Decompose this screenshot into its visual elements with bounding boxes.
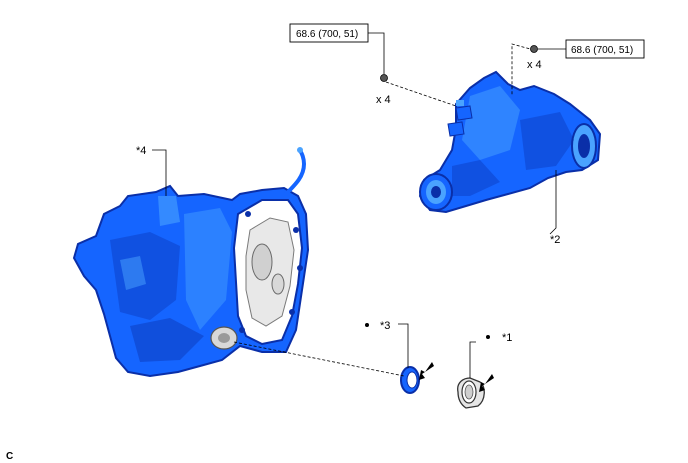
callout-part-2: *2 <box>549 170 560 246</box>
bolt-count-right: x 4 <box>527 59 542 71</box>
callout-part-3: *3 <box>365 320 409 368</box>
torque-callout-right: 68.6 (700, 51) x 4 <box>527 39 645 71</box>
bolt-count-left: x 4 <box>376 94 391 106</box>
callout-label-4: *4 <box>136 145 146 157</box>
wire-harness <box>284 148 307 196</box>
bolt-icon <box>530 45 538 53</box>
torque-value-left: 68.6 (700, 51) <box>296 29 358 40</box>
callout-label-3: *3 <box>380 320 390 332</box>
new-part-arrow-icon <box>419 362 434 380</box>
torque-value-right: 68.6 (700, 51) <box>571 45 633 56</box>
bolt-icon <box>380 74 388 82</box>
callout-label-2: *2 <box>550 234 560 246</box>
transaxle-assembly <box>72 147 310 378</box>
callout-part-4: *4 <box>136 145 167 196</box>
callout-part-1: *1 <box>469 332 512 378</box>
transfer-assembly <box>418 70 602 214</box>
new-part-arrow-icon <box>479 374 494 392</box>
torque-callout-left: 68.6 (700, 51) x 4 <box>289 23 391 106</box>
bearing-ring <box>457 377 485 409</box>
oil-seal <box>400 366 420 394</box>
figure-corner-label: C <box>6 451 13 462</box>
callout-label-1: *1 <box>502 332 512 344</box>
